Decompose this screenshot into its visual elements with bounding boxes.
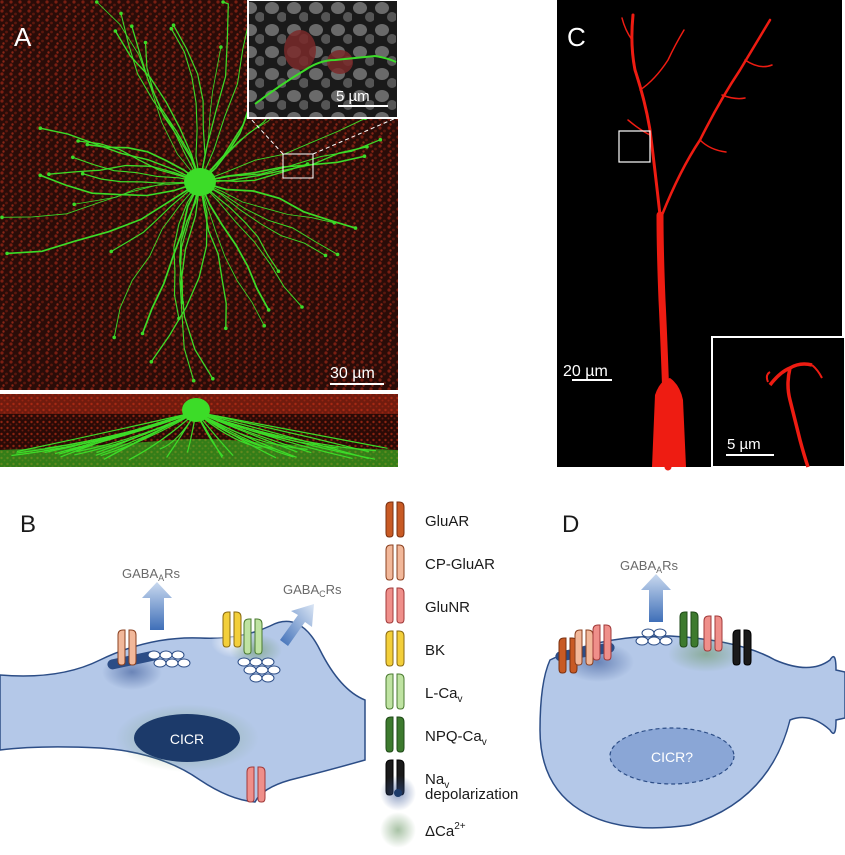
legend-label-depolarization: depolarization [425, 786, 518, 803]
cicr-store-b [134, 714, 240, 762]
panel-a-roi-box [282, 153, 314, 179]
legend-label-gluar: GluAR [425, 513, 469, 530]
legend-label-delta-ca: ΔCa2+ [425, 821, 466, 840]
panel-b: B CICR GABAARs GABACRs [0, 511, 366, 803]
legend-icon-bk [385, 630, 405, 667]
panel-c-scale-label: 20 µm [563, 363, 608, 380]
gaba-a-arrow-d [641, 574, 671, 622]
panel-c-inset: 5 µm [711, 336, 845, 468]
cicr-label-d: CICR? [651, 749, 693, 765]
gaba-a-label-b: GABAARs [122, 566, 181, 583]
legend-icon-glunr [385, 587, 405, 624]
legend-label-npq-cav: NPQ-Cav [425, 728, 487, 748]
panel-c-letter: C [567, 22, 586, 52]
panel-c-roi-box [618, 130, 651, 163]
panel-a-inset: 5 µm [247, 0, 399, 119]
amacrine-dendrite [621, 13, 773, 471]
panel-c-inset-scale-label: 5 µm [727, 436, 761, 453]
legend-label-glunr: GluNR [425, 599, 470, 616]
gaba-a-label-d: GABAARs [620, 558, 679, 575]
panel-d: D CICR? GABAARs [539, 511, 845, 829]
ganglion-cell-soma [184, 168, 216, 196]
panel-a: 5 µm 30 µm A [0, 0, 399, 467]
panel-b-letter: B [20, 511, 36, 538]
legend-label-l-cav: L-Cav [425, 685, 463, 705]
vesicle-pool-b1 [147, 650, 191, 668]
ganglion-cell-dendrites [0, 0, 383, 383]
panel-a-scale-label: 30 µm [330, 365, 375, 382]
panel-a-letter: A [14, 22, 32, 52]
legend-icon-gluar [385, 501, 405, 538]
panel-d-letter: D [562, 511, 579, 538]
cicr-label-b: CICR [170, 731, 204, 747]
panel-a-inset-scale-label: 5 µm [336, 88, 370, 105]
legend-label-bk: BK [425, 642, 445, 659]
vesicle-pool-b2 [237, 657, 281, 683]
gaba-c-label-b: GABACRs [283, 582, 342, 599]
gaba-a-arrow-b [142, 582, 172, 630]
panel-c: 20 µm C 5 µm [557, 0, 845, 471]
legend-icon-npq-cav [385, 716, 405, 753]
vesicle-pool-d [635, 628, 673, 646]
legend-label-nav: Nav [425, 771, 449, 791]
legend-icon-l-cav [385, 673, 405, 710]
legend-icon-delta-ca [380, 812, 416, 848]
panel-a-side-view [0, 394, 398, 467]
legend: GluAR CP-GluAR GluNR BK L-Cav NPQ-Cav Na… [380, 501, 518, 848]
legend-label-cp-gluar: CP-GluAR [425, 556, 495, 573]
cicr-store-d [609, 727, 735, 785]
gaba-c-arrow-b [280, 604, 314, 646]
legend-icon-cp-gluar [385, 544, 405, 581]
